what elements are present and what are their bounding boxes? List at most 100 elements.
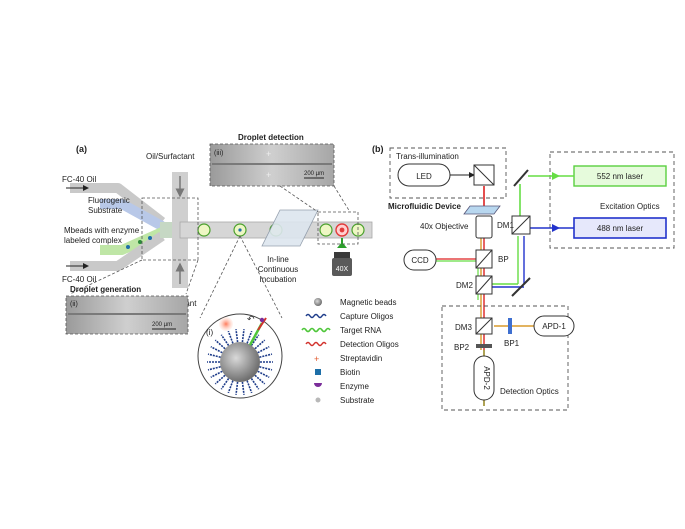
incubation-label-3: Incubation [260,275,297,284]
capture-oligos-icon [305,313,327,319]
capture-oligo [254,374,266,385]
capture-oligo [210,345,223,354]
detection-optics-label: Detection Optics [500,387,559,396]
bp2-label: BP2 [454,343,470,352]
legend-label: Substrate [340,396,375,405]
incubation-label-1: In-line [267,255,289,264]
apd1-label: APD-1 [542,322,566,331]
capture-oligo [220,378,230,390]
panel-a: (a) FC-40 Oil Fluorogenic Substrate Mbea… [62,133,399,405]
bead-zoom-line [239,235,283,319]
magnetic-bead [220,342,260,382]
fluorogenic-label-2: Substrate [88,206,123,215]
panel-a-label: (a) [76,144,87,154]
legend-biotin: Biotin [315,368,360,377]
capture-oligo [250,334,260,346]
bead-zoom-line [199,235,241,319]
apd2-label: APD-2 [482,366,491,390]
main-channel: In-line Continuous Incubation [179,209,373,284]
objective-40x: 40X [332,238,352,276]
bp2-filter [476,344,492,348]
legend-detection-oligos: Detection Oligos [305,340,399,349]
detection-optics-box [441,305,569,411]
capture-oligo [235,329,239,343]
fluorescence-glow [219,317,233,331]
detection-crosshair: + [266,170,271,180]
dm1-label: DM1 [497,221,514,230]
mbeads-label-2: labeled complex [64,236,122,245]
laser-552-label: 552 nm laser [597,172,644,181]
dm2-label: DM2 [456,281,473,290]
enzyme-dot [259,317,265,323]
objective-top [334,252,350,258]
capture-oligo [227,330,234,344]
capture-oligo [214,374,226,385]
detection-oligo-strand [257,317,267,331]
capture-oligo [227,380,234,394]
mirror-bottom [511,277,531,297]
droplet [319,223,333,237]
apd1-detector [533,315,575,337]
detection-crosshair: + [266,149,271,159]
capture-oligo [235,381,239,395]
led-label: LED [416,172,432,181]
fluorogenic-label-1: Fluorogenic [88,196,130,205]
dm3-label: DM3 [455,323,472,332]
bp1-label: BP1 [504,339,520,348]
legend-capture-oligos: Capture Oligos [305,312,393,321]
apd2-detector [473,355,495,401]
droplet-generation-inset: Droplet generation (ii) 200 µm [65,259,199,335]
dm3-diagonal [475,317,493,335]
detection-zoom-line [279,185,319,213]
panel-b-label: (b) [372,144,384,154]
detection-scale-label: 200 µm [304,171,324,177]
led-beamsplitter-diagonal [473,164,495,186]
capture-oligo [257,370,270,379]
mbeads-label-1: Mbeads with enzyme [64,226,140,235]
substrate-channel [100,199,165,231]
legend-label: Streptavidin [340,354,382,363]
detection-roman: (iii) [214,150,223,157]
legend-target-rna: Target RNA [301,326,382,335]
generation-zoom-line [185,259,199,295]
ccd-label: CCD [411,256,429,265]
objective-body [332,258,352,276]
incubation-label-2: Continuous [258,265,298,274]
magnetic-beads-icon [314,298,322,306]
capture-oligo [207,366,221,371]
legend-label: Enzyme [340,382,369,391]
legend-label: Magnetic beads [340,298,396,307]
legend-label: Capture Oligos [340,312,393,321]
microfluidic-chip [463,205,501,215]
incubation-region [261,209,319,247]
capture-oligo [246,380,253,394]
legend-substrate: Substrate [315,396,375,405]
capture-oligo [241,329,245,343]
excitation-optics-label: Excitation Optics [600,202,660,211]
detection-oligos-icon [305,341,327,347]
detection-zoom-box [317,211,359,245]
generation-title: Droplet generation [70,285,141,294]
fc40-bottom-label: FC-40 Oil [62,275,96,284]
ccd-beamsplitter-diagonal [475,249,493,269]
objective-label: 40x Objective [420,222,469,231]
panel-b: (b) Trans-illumination LED 552 nm laser … [372,144,675,411]
mirror-top [513,169,529,187]
droplet-signal-core [339,227,345,233]
capture-oligo [246,330,253,344]
streptavidin-icon: + [314,354,319,364]
bead-dot [148,236,152,240]
target-rna-icon [301,327,331,333]
objective-lens [475,215,493,239]
bead-dot [138,240,142,244]
detection-zoom-line [333,185,351,213]
legend-label: Target RNA [340,326,382,335]
reaction-curl: ↶ [247,314,255,324]
biotin-icon [315,369,321,375]
capture-oligo [214,339,226,350]
objective-label: 40X [336,266,349,273]
legend: Magnetic beads Capture Oligos Target RNA… [301,298,399,405]
capture-oligo [259,366,273,371]
generation-roman: (ii) [70,301,78,308]
